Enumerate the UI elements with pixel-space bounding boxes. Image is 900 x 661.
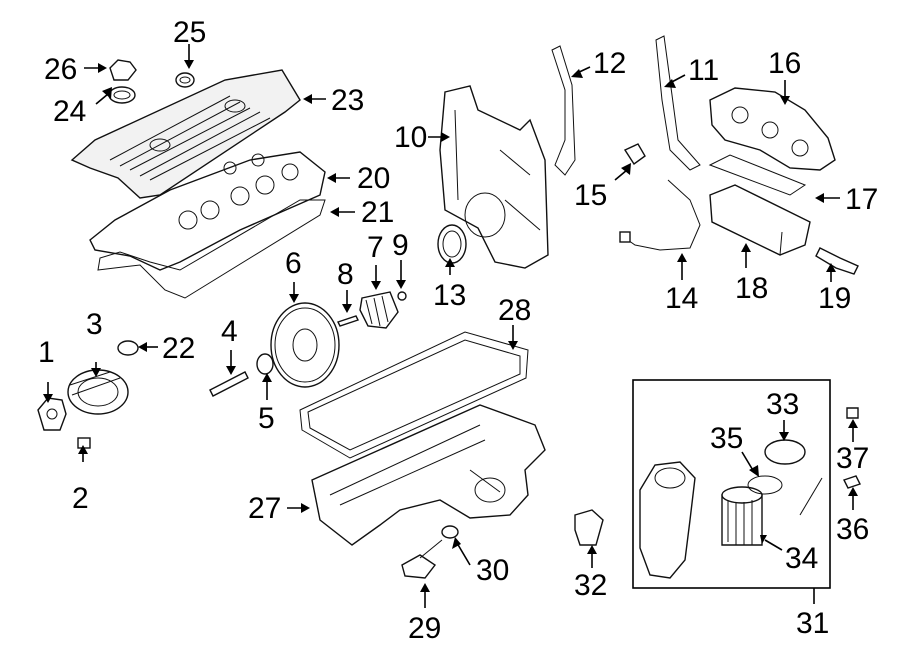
part-4-bolt xyxy=(209,371,249,397)
callout-32: 32 xyxy=(574,569,607,602)
part-1-hub xyxy=(37,397,67,431)
part-37-fitting xyxy=(846,407,859,419)
callout-34: 34 xyxy=(785,542,818,575)
part-dipstick xyxy=(799,477,823,516)
part-36-fitting xyxy=(843,475,861,489)
part-34-filter xyxy=(721,486,763,546)
callout-19: 19 xyxy=(818,282,851,315)
part-8-bolt xyxy=(337,315,359,327)
callout-35: 35 xyxy=(710,422,743,455)
part-33-cap xyxy=(764,439,806,465)
part-21-gasket xyxy=(97,199,326,299)
callout-1: 1 xyxy=(38,336,55,369)
leader-lines xyxy=(43,44,858,608)
part-32-gasket xyxy=(574,509,604,546)
callout-6: 6 xyxy=(285,247,302,280)
callout-23: 23 xyxy=(331,84,364,117)
callout-2: 2 xyxy=(72,482,89,515)
callout-labels: 1 2 3 4 5 6 7 8 9 10 11 12 13 14 15 16 1… xyxy=(38,16,878,645)
part-15-sensor xyxy=(623,143,646,166)
part-30-ring xyxy=(441,525,459,539)
part-22-cap xyxy=(117,340,139,356)
part-9-ring xyxy=(397,291,407,301)
callout-3: 3 xyxy=(86,308,103,341)
callout-7: 7 xyxy=(367,231,384,264)
part-12-gasket xyxy=(551,45,576,176)
part-10-timing-cover xyxy=(439,85,549,269)
part-31-filter-housing xyxy=(639,461,696,579)
part-24-seal xyxy=(108,86,136,104)
part-25-seal xyxy=(175,72,195,88)
part-13-seal xyxy=(437,224,467,264)
part-28-pan-gasket xyxy=(299,331,529,459)
callout-37: 37 xyxy=(836,442,869,475)
callout-27: 27 xyxy=(248,492,281,525)
part-3-pulley xyxy=(67,369,129,415)
callout-26: 26 xyxy=(44,53,77,86)
part-17-gasket xyxy=(708,154,807,196)
part-7-sensor xyxy=(359,291,399,329)
callout-14: 14 xyxy=(665,282,698,315)
callout-15: 15 xyxy=(574,179,607,212)
callout-33: 33 xyxy=(766,388,799,421)
part-14-wire xyxy=(619,179,701,251)
callout-31: 31 xyxy=(796,607,829,640)
callout-5: 5 xyxy=(258,402,275,435)
part-20-valve-cover xyxy=(89,151,326,271)
callout-30: 30 xyxy=(476,554,509,587)
callout-21: 21 xyxy=(361,196,394,229)
callout-12: 12 xyxy=(593,47,626,80)
part-19-sensor xyxy=(815,247,859,275)
part-5-washer xyxy=(256,353,274,375)
part-26-oil-cap xyxy=(109,59,137,81)
callout-28: 28 xyxy=(498,294,531,327)
part-18-housing xyxy=(709,184,811,256)
part-11-gasket xyxy=(655,35,701,171)
callout-36: 36 xyxy=(836,513,869,546)
callout-11: 11 xyxy=(688,54,719,87)
callout-29: 29 xyxy=(408,612,441,645)
callout-18: 18 xyxy=(735,272,768,305)
callout-24: 24 xyxy=(53,95,86,128)
callout-25: 25 xyxy=(173,16,206,49)
callout-16: 16 xyxy=(768,47,801,80)
part-29-tube xyxy=(401,539,443,579)
callout-20: 20 xyxy=(357,162,390,195)
callout-4: 4 xyxy=(221,315,238,348)
part-6-flywheel xyxy=(270,302,340,388)
callout-10: 10 xyxy=(394,121,427,154)
part-23-head-cover xyxy=(70,69,301,199)
part-16-oil-pump xyxy=(709,87,836,171)
part-35-ring xyxy=(747,475,783,495)
callout-17: 17 xyxy=(845,183,878,216)
part-27-oil-pan xyxy=(311,404,546,546)
part-31-kit-box xyxy=(632,379,831,589)
callout-13: 13 xyxy=(433,279,466,312)
callout-22: 22 xyxy=(162,332,195,365)
callout-9: 9 xyxy=(392,229,409,262)
part-2-bolt xyxy=(77,437,91,449)
callout-8: 8 xyxy=(337,258,354,291)
